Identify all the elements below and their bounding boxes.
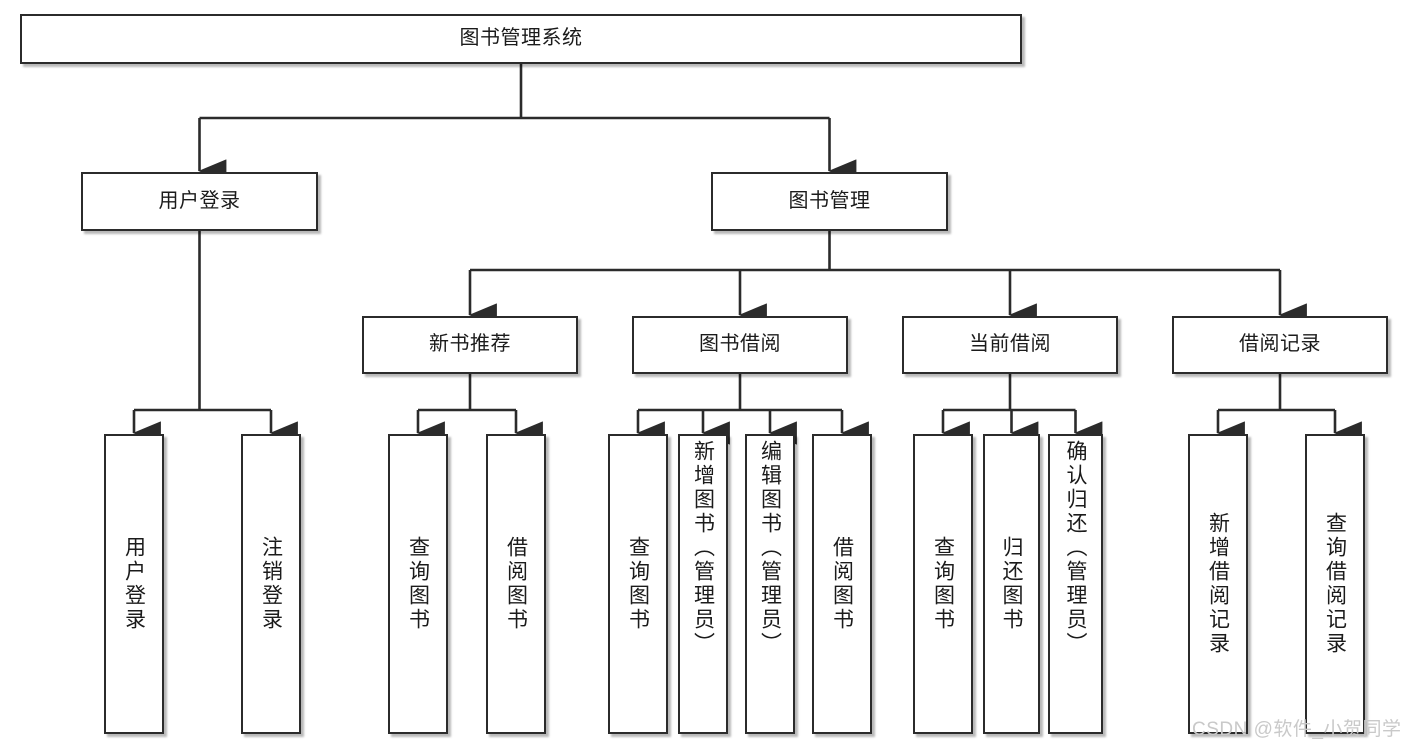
node-label: 图书管理 bbox=[788, 189, 871, 212]
node-leaf-borrow-book-1[interactable]: 借阅图书 bbox=[486, 434, 546, 734]
node-leaf-return-book[interactable]: 归还图书 bbox=[983, 434, 1040, 734]
node-label: 归还图书 bbox=[1000, 536, 1023, 632]
node-label: 用户登录 bbox=[158, 189, 241, 212]
node-label: 当前借阅 bbox=[969, 333, 1051, 356]
node-book-borrow[interactable]: 图书借阅 bbox=[632, 316, 848, 374]
node-label: 新增图书（管理员） bbox=[691, 440, 715, 656]
node-label: 新书推荐 bbox=[429, 333, 511, 356]
node-book-manage[interactable]: 图书管理 bbox=[711, 172, 948, 231]
node-leaf-query-borrow-record[interactable]: 查询借阅记录 bbox=[1305, 434, 1365, 734]
node-root[interactable]: 图书管理系统 bbox=[20, 14, 1022, 64]
node-leaf-query-book-1[interactable]: 查询图书 bbox=[388, 434, 448, 734]
node-label: 用户登录 bbox=[122, 536, 146, 632]
node-new-book-recommend[interactable]: 新书推荐 bbox=[362, 316, 578, 374]
node-leaf-user-logout[interactable]: 注销登录 bbox=[241, 434, 301, 734]
node-leaf-query-book-2[interactable]: 查询图书 bbox=[608, 434, 668, 734]
node-label: 图书借阅 bbox=[699, 333, 781, 356]
node-leaf-add-book[interactable]: 新增图书（管理员） bbox=[678, 434, 728, 734]
node-leaf-add-borrow-record[interactable]: 新增借阅记录 bbox=[1188, 434, 1248, 734]
node-borrow-record[interactable]: 借阅记录 bbox=[1172, 316, 1388, 374]
node-leaf-user-login[interactable]: 用户登录 bbox=[104, 434, 164, 734]
node-label: 借阅图书 bbox=[830, 536, 854, 632]
node-label: 查询图书 bbox=[931, 536, 955, 632]
node-label: 查询图书 bbox=[406, 536, 430, 632]
node-label: 新增借阅记录 bbox=[1206, 512, 1230, 656]
node-label: 确认归还（管理员） bbox=[1064, 440, 1087, 656]
node-leaf-query-book-3[interactable]: 查询图书 bbox=[913, 434, 973, 734]
node-leaf-borrow-book-2[interactable]: 借阅图书 bbox=[812, 434, 872, 734]
node-label: 查询图书 bbox=[626, 536, 650, 632]
node-label: 编辑图书（管理员） bbox=[758, 440, 782, 656]
csdn-watermark: CSDN @软件_小贺同学 bbox=[1192, 719, 1402, 740]
node-current-borrow[interactable]: 当前借阅 bbox=[902, 316, 1118, 374]
node-label: 借阅记录 bbox=[1239, 333, 1321, 356]
node-label: 借阅图书 bbox=[504, 536, 528, 632]
node-user-login[interactable]: 用户登录 bbox=[81, 172, 318, 231]
node-leaf-confirm-return[interactable]: 确认归还（管理员） bbox=[1048, 434, 1103, 734]
node-label: 注销登录 bbox=[259, 536, 283, 632]
node-label: 查询借阅记录 bbox=[1323, 512, 1347, 656]
node-label: 图书管理系统 bbox=[459, 27, 583, 50]
node-leaf-edit-book[interactable]: 编辑图书（管理员） bbox=[745, 434, 795, 734]
